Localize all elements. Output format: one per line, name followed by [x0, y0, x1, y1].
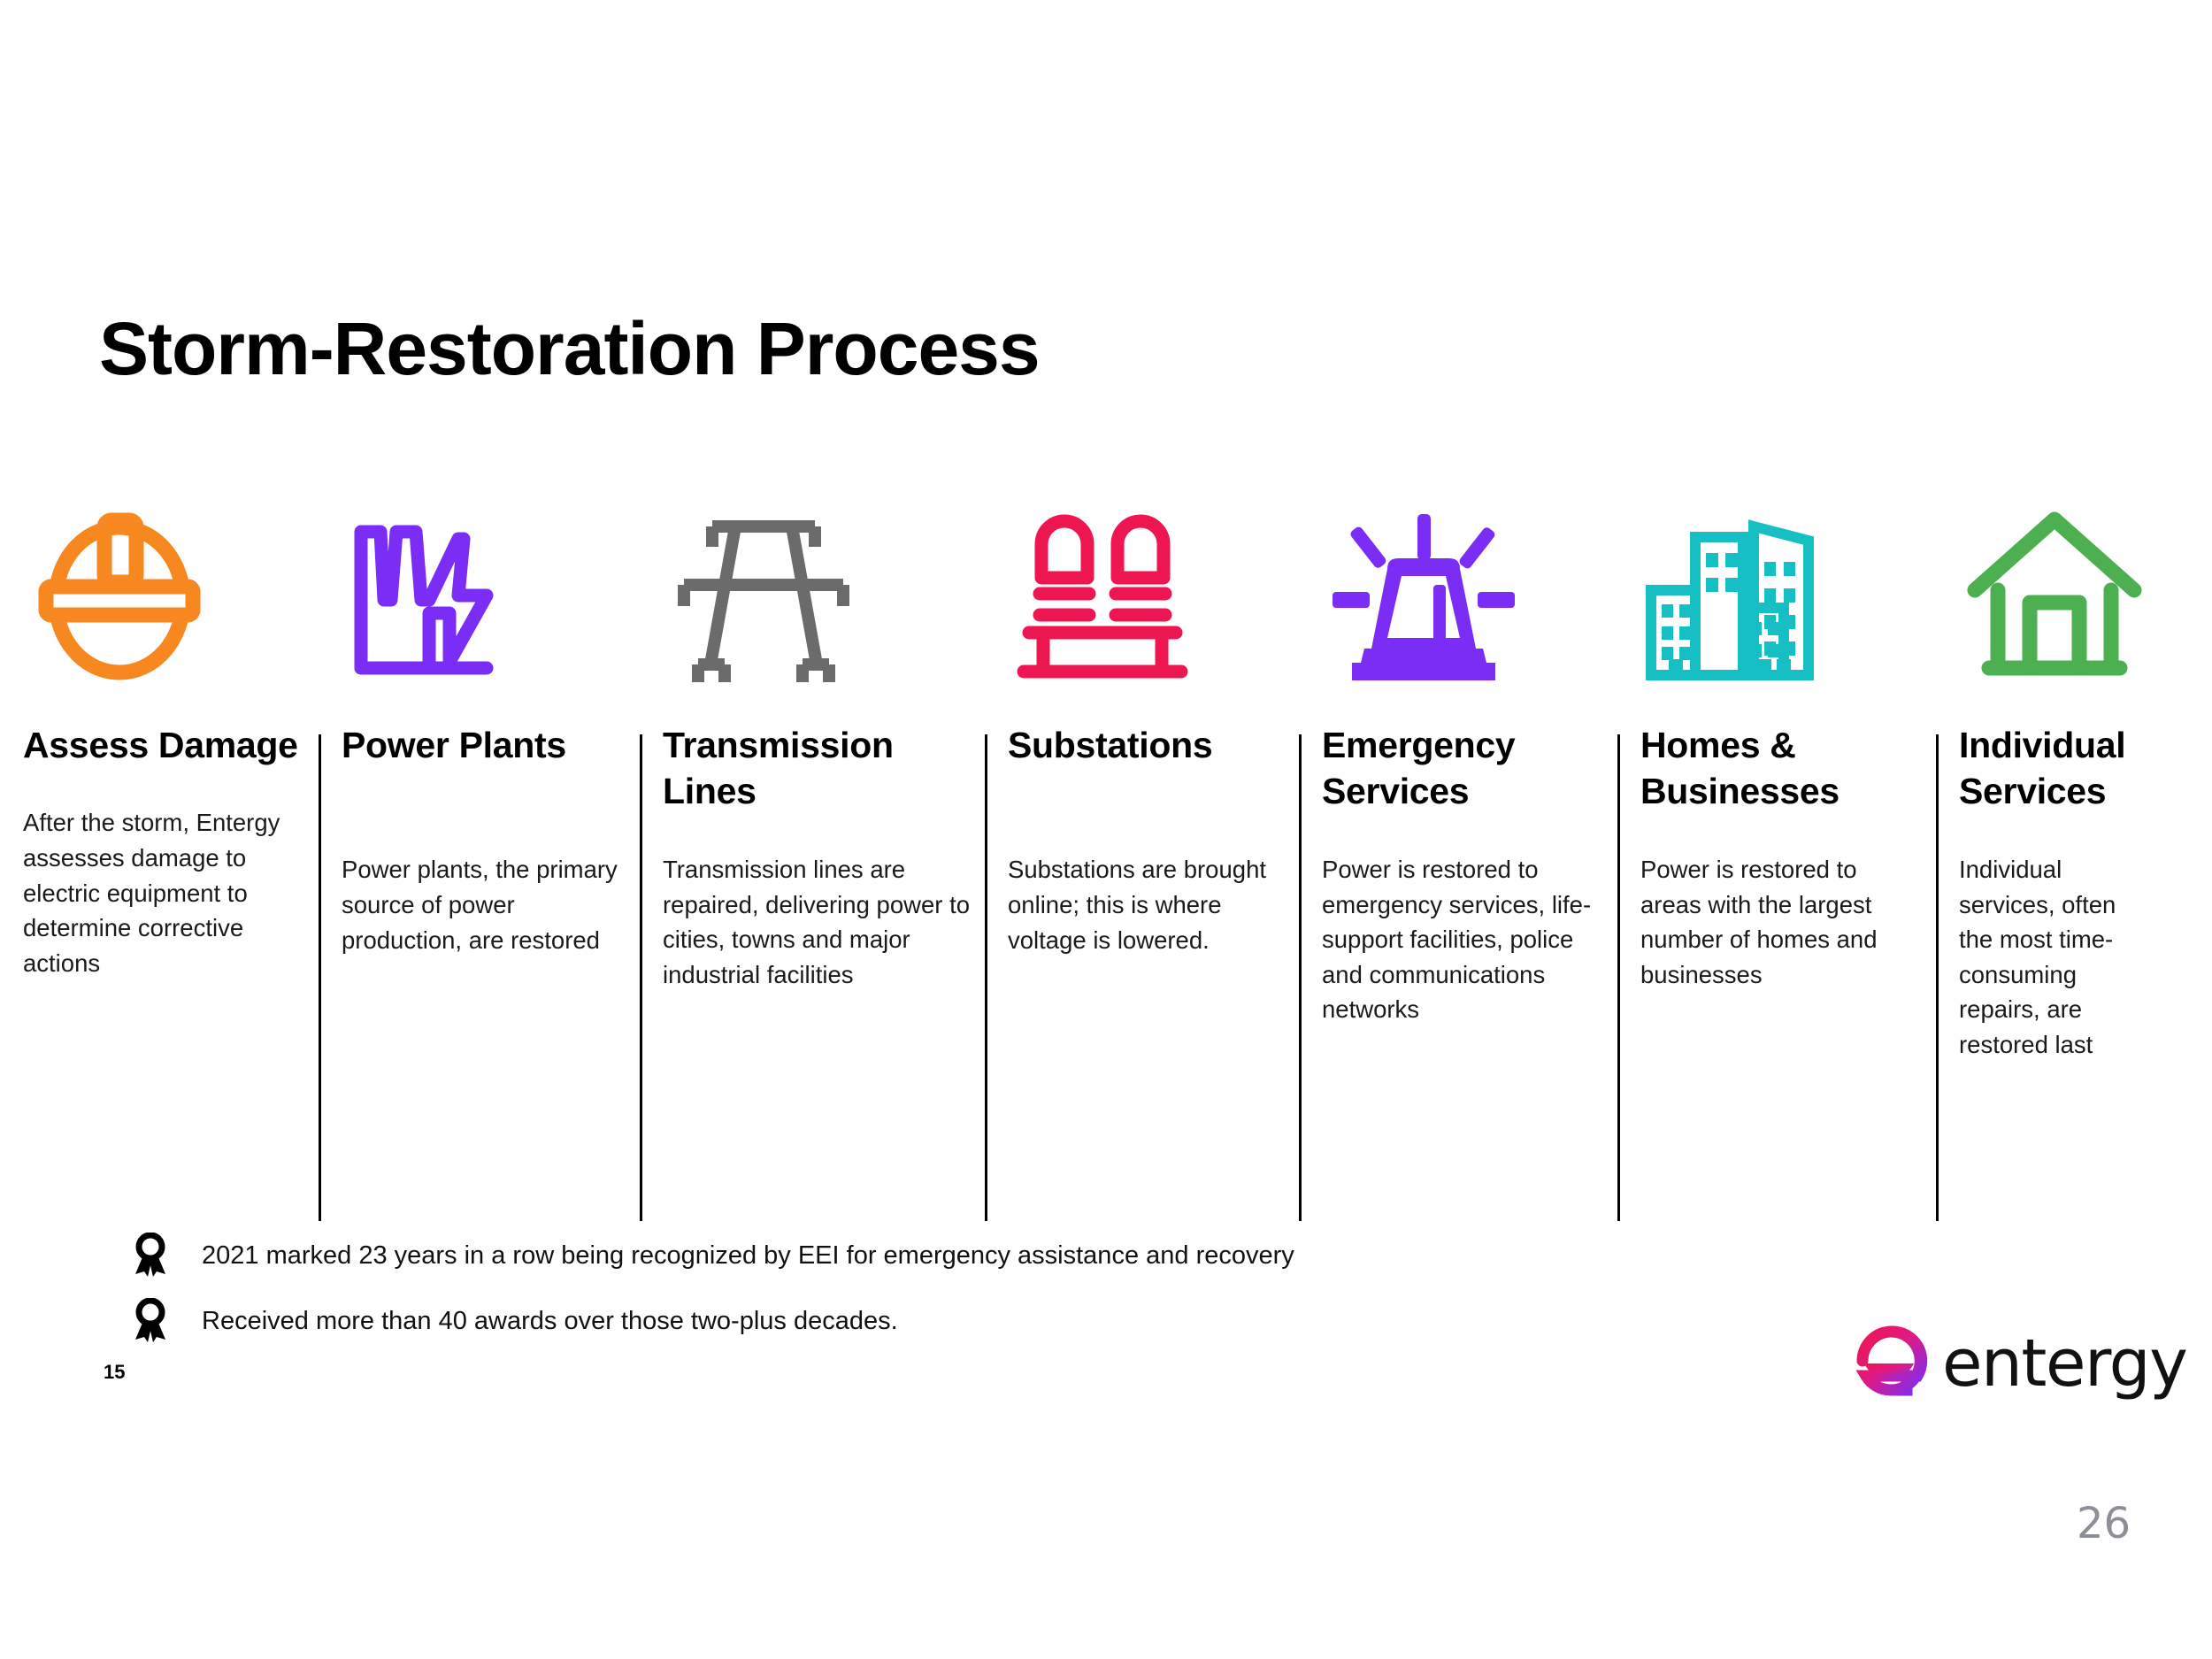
entergy-wordmark: entergy [1942, 1325, 2188, 1402]
step-body: Substations are brought online; this is … [1008, 856, 1266, 954]
step-body: Power plants, the primary source of powe… [342, 856, 618, 954]
house-icon [1959, 485, 2164, 706]
list-item-label: 2021 marked 23 years in a row being reco… [202, 1240, 1294, 1270]
process-step-substations: Substations Substations are brought onli… [985, 485, 1322, 1228]
awards-bullet-list: 2021 marked 23 years in a row being reco… [133, 1223, 1637, 1354]
emergency-siren-icon [1322, 485, 1616, 706]
step-heading: Individual Services [1959, 725, 2126, 812]
step-body: After the storm, Entergy assesses damage… [23, 809, 280, 977]
step-body: Power is restored to areas with the larg… [1640, 855, 1878, 988]
award-ribbon-icon [133, 1298, 186, 1344]
step-heading: Homes & Businesses [1640, 725, 1839, 812]
process-step-power-plants: Power Plants Power plants, the primary s… [319, 485, 663, 1228]
process-step-individual-services: Individual Services Individual services,… [1936, 485, 2189, 1228]
storm-restoration-process-row: Assess Damage After the storm, Entergy a… [23, 485, 2189, 1228]
step-body: Individual services, often the most time… [1959, 855, 2116, 1058]
process-step-homes-businesses: Homes & Businesses Power is restored to … [1617, 485, 1959, 1228]
step-body: Power is restored to emergency services,… [1322, 855, 1592, 1024]
list-item: 2021 marked 23 years in a row being reco… [133, 1223, 1637, 1288]
step-heading: Assess Damage [23, 725, 298, 765]
entergy-logo: entergy [1855, 1325, 2188, 1402]
process-step-transmission-lines: Transmission Lines Transmission lines ar… [640, 485, 1008, 1228]
list-item: Received more than 40 awards over those … [133, 1288, 1637, 1354]
page-title: Storm-Restoration Process [99, 307, 1041, 390]
hard-hat-icon [23, 485, 317, 706]
step-body: Transmission lines are repaired, deliver… [663, 855, 970, 988]
step-heading: Substations [1008, 725, 1213, 765]
transmission-tower-icon [663, 485, 983, 706]
buildings-icon [1640, 485, 1934, 706]
entergy-logo-mark [1855, 1325, 1928, 1402]
process-step-assess-damage: Assess Damage After the storm, Entergy a… [23, 485, 342, 1228]
award-ribbon-icon [133, 1233, 186, 1279]
slide-number: 15 [104, 1361, 126, 1383]
list-item-label: Received more than 40 awards over those … [202, 1306, 898, 1335]
step-heading: Emergency Services [1322, 725, 1516, 812]
step-heading: Power Plants [342, 725, 566, 765]
step-heading: Transmission Lines [663, 725, 894, 812]
page-number: 26 [2077, 1499, 2131, 1548]
process-step-emergency-services: Emergency Services Power is restored to … [1299, 485, 1640, 1228]
power-plant-icon [342, 485, 638, 706]
substation-icon [1008, 485, 1297, 706]
